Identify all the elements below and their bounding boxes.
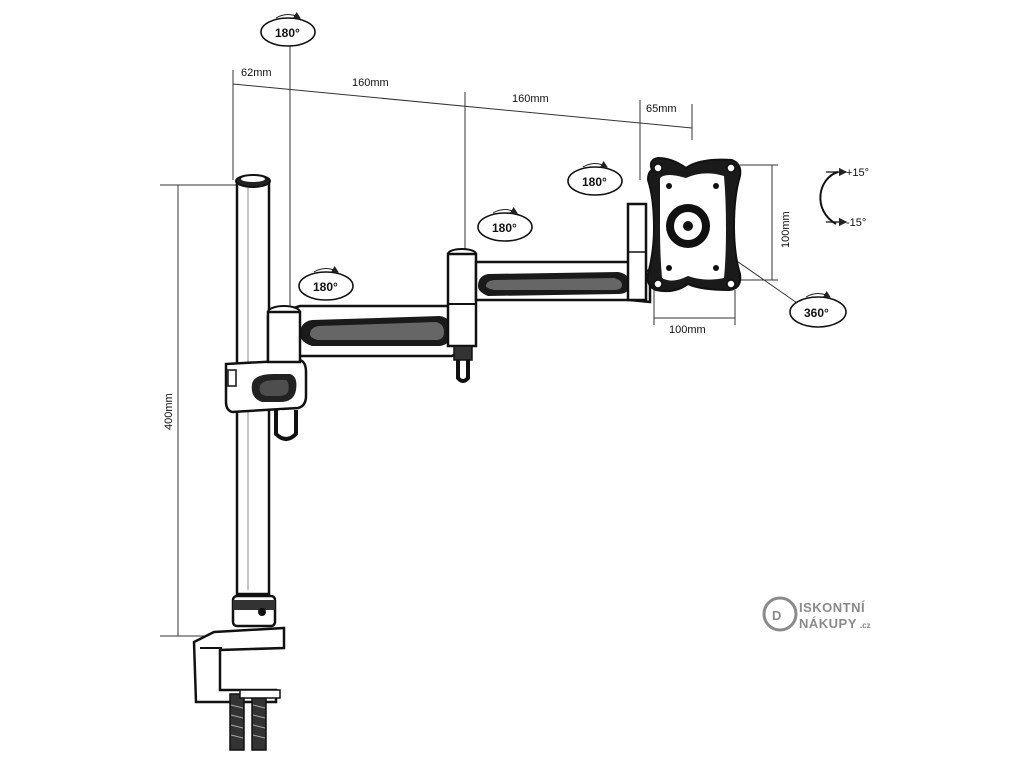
- dimension-labels: 62mm 160mm 160mm 65mm 400mm 100mm 100mm: [163, 67, 792, 430]
- logo-mark-letter: D: [772, 608, 782, 623]
- arm-segment-1: [266, 304, 475, 364]
- logo-line-1: ISKONTNÍ: [799, 600, 865, 615]
- tilt-head: [626, 202, 648, 302]
- vesa-plate: [646, 156, 742, 293]
- label-rotation-arm-joint-2: 180°: [492, 221, 517, 235]
- tilt-indicator: +15° -15°: [819, 167, 869, 229]
- arm-segment-2: [474, 260, 652, 304]
- dimension-lines: [160, 40, 801, 637]
- top-dimension-line: [232, 83, 693, 129]
- label-vesa-vertical: 100mm: [780, 211, 792, 248]
- label-pole-height: 400mm: [163, 393, 175, 430]
- desk-clamp: [192, 626, 286, 751]
- label-rotation-head: 180°: [582, 175, 607, 189]
- logo-line-2: NÁKUPY: [799, 616, 857, 631]
- rotation-badge-pole-top: 180°: [260, 11, 316, 47]
- rotation-badge-arm-joint-1: 180°: [298, 265, 354, 301]
- label-vesa-horizontal: 100mm: [669, 324, 706, 336]
- rotation-badge-arm-joint-2: 180°: [477, 206, 533, 242]
- label-plate-offset: 65mm: [646, 103, 677, 115]
- label-rotation-plate: 360°: [804, 306, 829, 320]
- label-arm-segment-2: 160mm: [512, 93, 549, 105]
- label-rotation-pole-top: 180°: [275, 26, 300, 40]
- brand-logo: D ISKONTNÍ NÁKUPY .cz: [762, 596, 871, 632]
- arm-joint-middle: [446, 248, 478, 383]
- rotation-badge-head: 180°: [567, 160, 623, 196]
- logo-suffix: .cz: [860, 621, 871, 630]
- rotation-badge-plate: 360°: [789, 290, 847, 328]
- label-rotation-arm-joint-1: 180°: [313, 280, 338, 294]
- label-tilt-down: -15°: [846, 217, 866, 229]
- label-arm-segment-1: 160mm: [352, 77, 389, 89]
- label-tilt-up: +15°: [846, 167, 869, 179]
- pole-clamp-block: [224, 358, 308, 441]
- label-pole-width: 62mm: [241, 67, 272, 79]
